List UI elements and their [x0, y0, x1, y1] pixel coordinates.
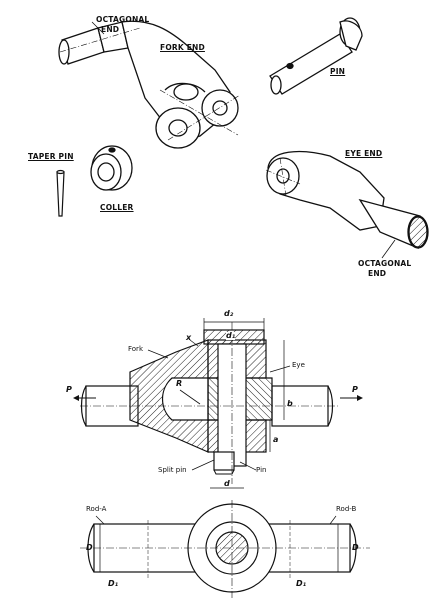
pin-part	[269, 17, 363, 95]
eye-end-part	[266, 150, 429, 249]
dim-d1-label: d₁	[226, 331, 236, 340]
octagonal-end-label-top-1: OCTAGONAL	[96, 15, 150, 24]
octagonal-end-label-bottom-2: END	[368, 269, 387, 278]
taper-pin-part	[56, 169, 65, 217]
dim-b-label: b	[287, 399, 293, 408]
octagonal-end-label-top-2: END	[101, 25, 120, 34]
force-p-left-label: P	[66, 385, 72, 394]
dim-D1-left-label: D₁	[108, 579, 119, 588]
eye-label: Eye	[292, 361, 305, 369]
taper-pin-label: TAPER PIN	[28, 152, 74, 161]
sectional-view	[73, 318, 363, 489]
dim-a-label: a	[273, 435, 279, 444]
radius-label: R	[176, 379, 183, 388]
eye-end-label: EYE END	[345, 149, 383, 158]
rod-b-label: Rod-B	[336, 505, 357, 513]
pin-label-section: Pin	[256, 466, 267, 474]
dim-d2-label: d₂	[224, 309, 234, 318]
coller-part	[90, 145, 133, 191]
dim-D-left-label: D	[86, 543, 93, 552]
octagonal-leader-bottom	[381, 239, 396, 259]
dim-D-right-label: D	[352, 543, 359, 552]
eye-end-centerline	[265, 157, 301, 197]
fork-label: Fork	[128, 345, 143, 353]
split-pin-label: Split pin	[158, 466, 187, 474]
dim-x-label: x	[186, 333, 192, 342]
pin-label: PIN	[330, 67, 346, 76]
octagonal-leader-top	[91, 21, 105, 35]
fork-end-part	[58, 20, 239, 149]
dim-D1-right-label: D₁	[296, 579, 307, 588]
octagonal-end-label-bottom-1: OCTAGONAL	[358, 259, 412, 268]
force-p-right-label: P	[352, 385, 358, 394]
fork-end-centerlines	[59, 27, 241, 141]
fork-end-label: FORK END	[160, 43, 205, 52]
rod-a-label: Rod-A	[86, 505, 107, 513]
plan-view	[80, 500, 370, 598]
coller-label: COLLER	[100, 203, 134, 212]
dim-d-label: d	[224, 479, 230, 488]
